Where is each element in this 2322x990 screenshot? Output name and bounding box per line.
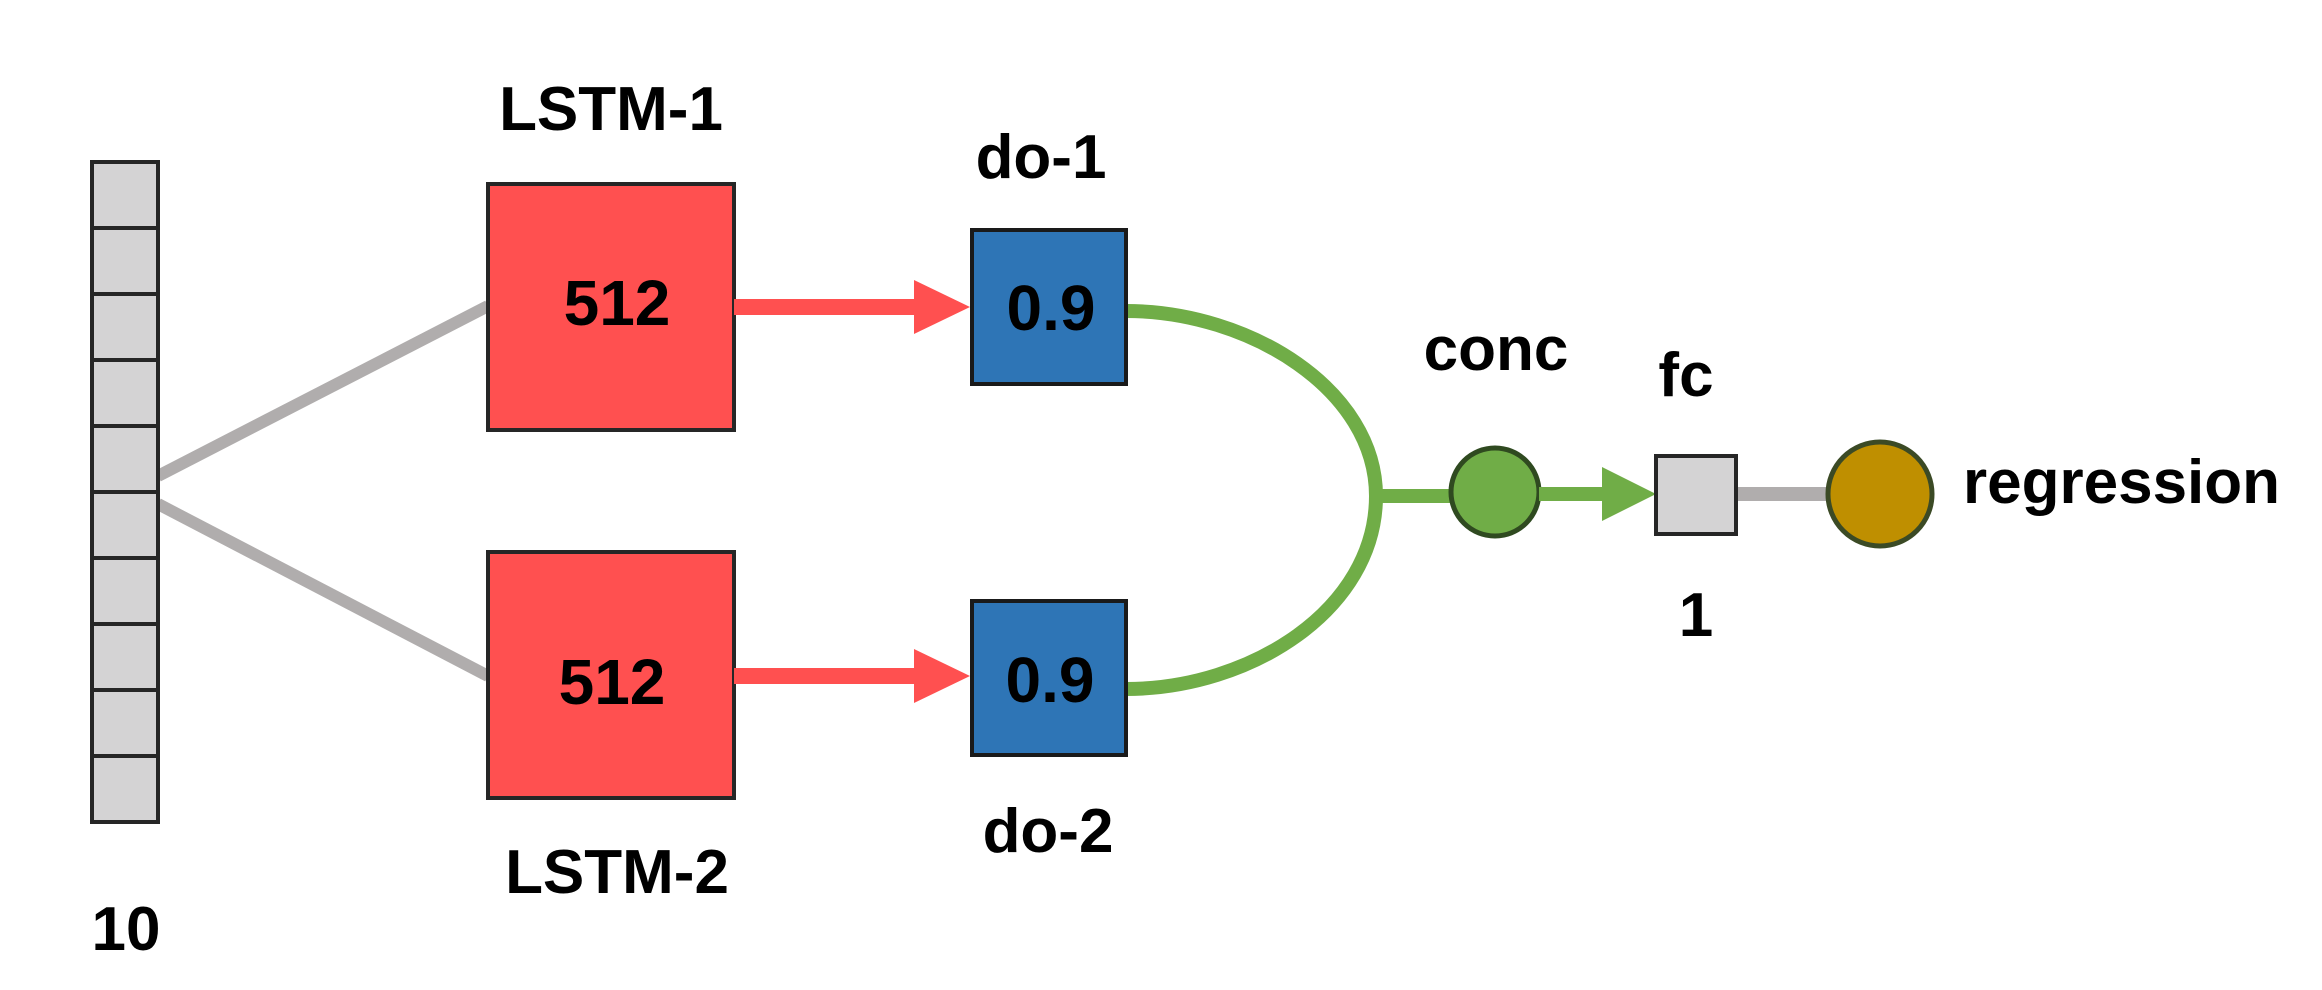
dropout2-title: do-2 (983, 797, 1114, 866)
input-cell (90, 622, 160, 692)
dropout2-block (970, 599, 1128, 757)
dropout1-block (970, 228, 1128, 386)
input-to-lstm2-link (155, 498, 491, 682)
concat-to-fc-arrowhead (1602, 467, 1656, 521)
input-to-lstm1-link (155, 300, 491, 482)
fc-size-label: 1 (1679, 581, 1713, 650)
lstm2-block (486, 550, 736, 800)
input-cell (90, 226, 160, 296)
concat-node (1448, 445, 1542, 539)
lstm1-to-do1-arrowhead (914, 280, 970, 334)
input-cell (90, 754, 160, 824)
input-cell (90, 556, 160, 626)
lstm1-title: LSTM-1 (499, 75, 723, 144)
regression-node (1825, 439, 1935, 549)
input-size-label: 10 (92, 895, 161, 964)
lstm1-units: 512 (564, 267, 671, 339)
input-cell (90, 490, 160, 560)
input-cell (90, 292, 160, 362)
dropout2-rate: 0.9 (1006, 644, 1095, 716)
input-cell (90, 424, 160, 494)
fc-node (1654, 454, 1738, 536)
lstm2-title: LSTM-2 (505, 838, 729, 907)
regression-title: regression (1963, 448, 2280, 517)
input-cell (90, 688, 160, 758)
input-vector (90, 160, 160, 824)
dropout1-rate: 0.9 (1007, 272, 1096, 344)
input-cell (90, 160, 160, 230)
lstm2-units: 512 (559, 646, 666, 718)
input-cell (90, 358, 160, 428)
fc-title: fc (1658, 341, 1713, 410)
concat-title: conc (1424, 315, 1569, 384)
dropout1-title: do-1 (976, 123, 1107, 192)
lstm1-block (486, 182, 736, 432)
lstm2-to-do2-arrowhead (914, 649, 970, 703)
concat-merge-curve (1125, 304, 1384, 696)
